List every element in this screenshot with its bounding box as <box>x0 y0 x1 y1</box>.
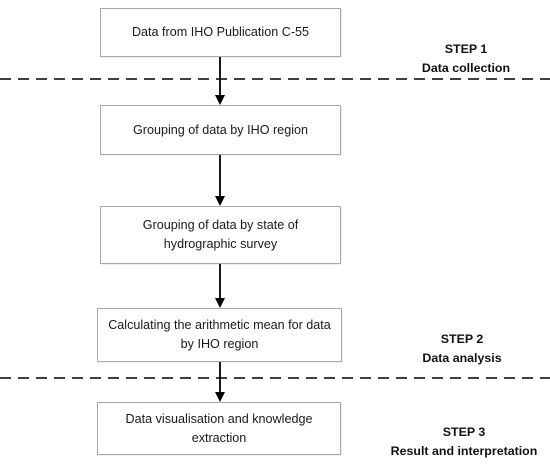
step-1-title: STEP 1 <box>444 42 488 56</box>
box-group-by-region-label: Grouping of data by IHO region <box>132 122 308 137</box>
box-group-by-region: Grouping of data by IHO region <box>100 105 341 155</box>
step-1-label: STEP 1 Data collection <box>392 40 540 78</box>
box-arithmetic-mean: Calculating the arithmetic mean for data… <box>97 308 342 362</box>
step-2-label: STEP 2 Data analysis <box>388 330 536 368</box>
box-data-source: Data from IHO Publication C-55 <box>100 8 341 57</box>
box-group-by-survey-state-label: Grouping of data by state of hydrographi… <box>142 218 299 251</box>
box-arithmetic-mean-label: Calculating the arithmetic mean for data… <box>108 318 331 351</box>
step-1-subtitle: Data collection <box>421 61 511 75</box>
step-2-title: STEP 2 <box>440 332 484 346</box>
step-3-label: STEP 3 Result and interpretation <box>380 423 548 461</box>
box-group-by-survey-state: Grouping of data by state of hydrographi… <box>100 206 341 264</box>
box-visualisation: Data visualisation and knowledge extract… <box>97 402 341 455</box>
step-2-subtitle: Data analysis <box>422 351 502 365</box>
box-visualisation-label: Data visualisation and knowledge extract… <box>125 411 313 445</box>
step-3-title: STEP 3 <box>442 425 486 439</box>
box-data-source-label: Data from IHO Publication C-55 <box>131 25 310 39</box>
step-3-subtitle: Result and interpretation <box>390 444 538 458</box>
